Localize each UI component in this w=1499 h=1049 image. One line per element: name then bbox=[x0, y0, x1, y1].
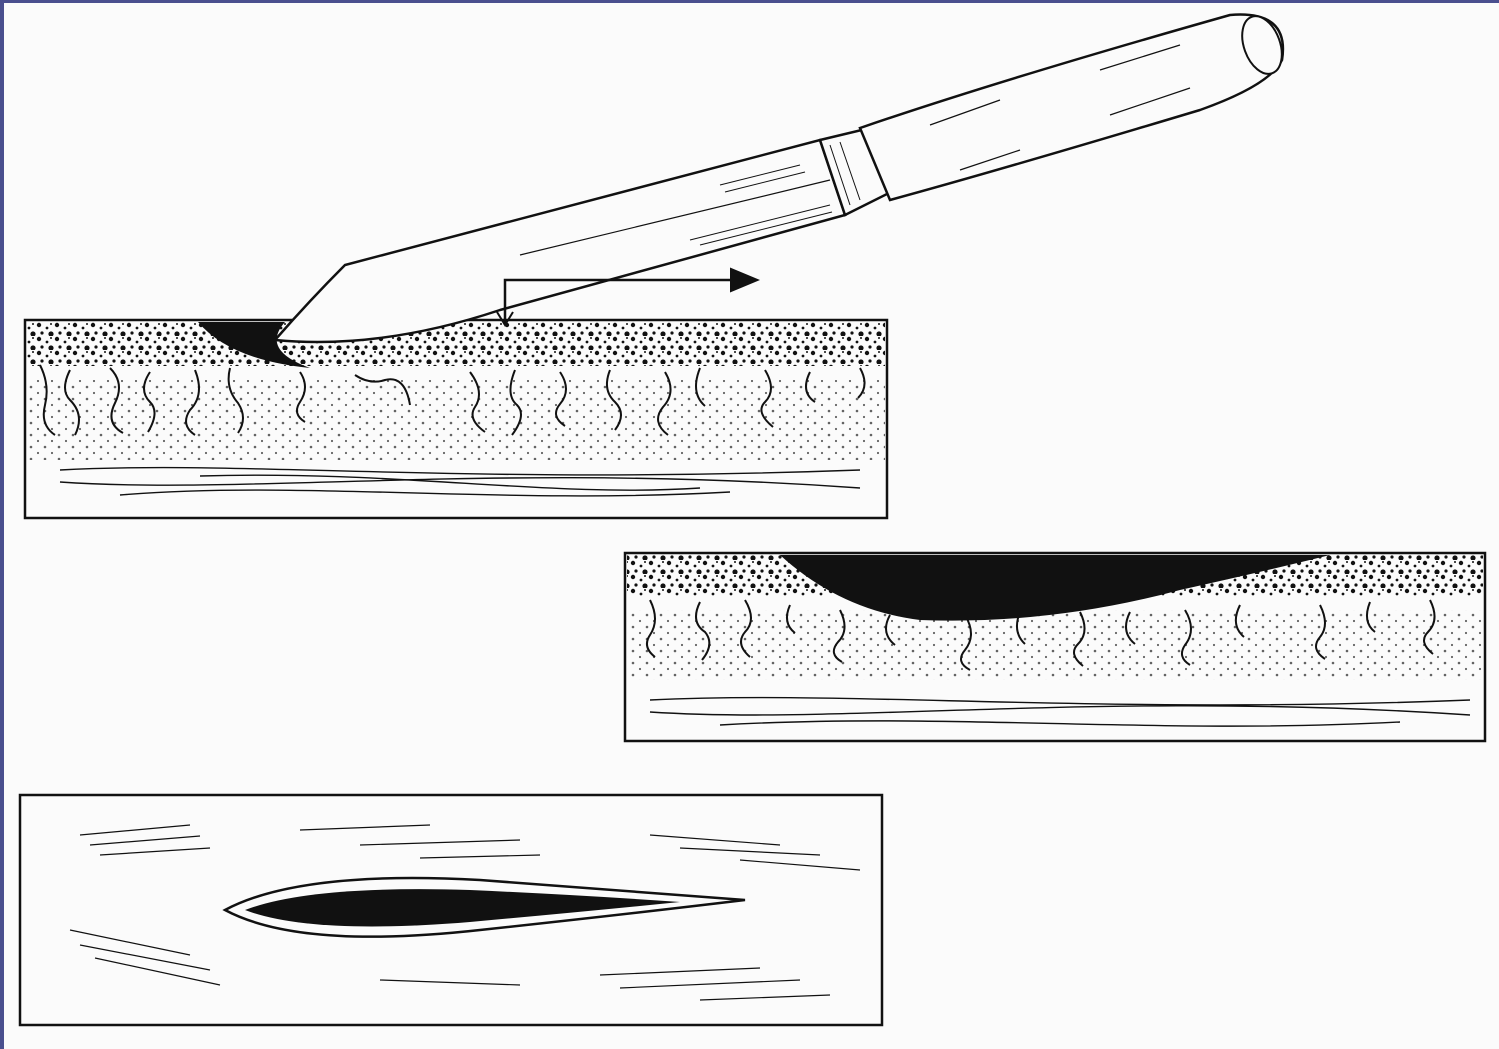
epidermis-layer bbox=[27, 322, 885, 366]
panel-incision-with-scalpel bbox=[25, 11, 1289, 518]
scalpel bbox=[275, 11, 1289, 342]
tissue-block-1 bbox=[25, 320, 887, 518]
panel-incision-cross-section bbox=[625, 553, 1485, 741]
dermis-layer bbox=[27, 380, 885, 460]
scalpel-blade bbox=[275, 140, 845, 342]
scalpel-handle bbox=[860, 15, 1283, 200]
dermis-layer-2 bbox=[627, 610, 1483, 680]
panel-incision-surface-view bbox=[20, 795, 882, 1025]
